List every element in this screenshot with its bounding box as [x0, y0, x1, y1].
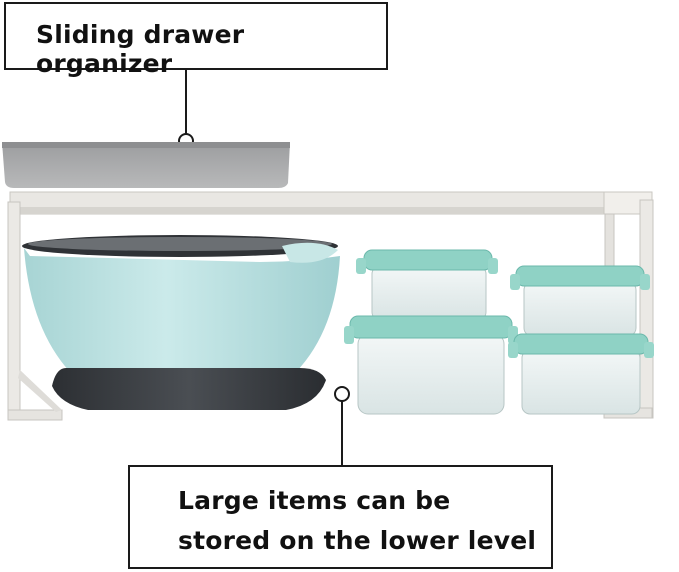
- glass-container-bottom-right: [508, 333, 654, 415]
- glass-container-bottom-middle: [344, 315, 518, 415]
- lower-level-callout: Large items can be stored on the lower l…: [128, 465, 553, 569]
- glass-container-top-middle: [356, 249, 498, 321]
- drawer-callout-text: Sliding drawer organizer: [36, 20, 245, 78]
- bottom-callout-dot: [334, 386, 350, 402]
- mixing-bowl: [22, 235, 340, 410]
- lower-level-callout-line2: stored on the lower level: [178, 526, 537, 555]
- lower-level-callout-line1: Large items can be: [178, 486, 451, 515]
- glass-container-top-right: [510, 265, 650, 337]
- drawer-callout: Sliding drawer organizer: [4, 2, 388, 78]
- sliding-drawer: [2, 142, 290, 188]
